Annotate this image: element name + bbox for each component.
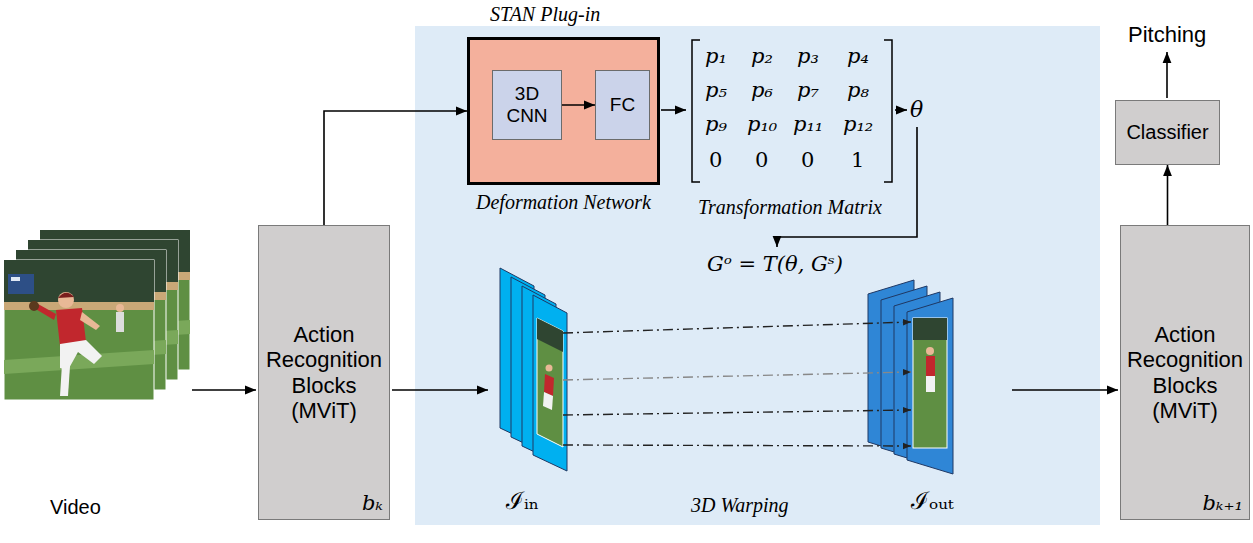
box-label: FC (610, 94, 635, 115)
label-holder: Pitching (1128, 22, 1206, 47)
label-holder: p₂ (751, 44, 773, 68)
text-holder: 3D CNN (502, 83, 552, 127)
matrix-entry: 0 (755, 148, 768, 172)
deformation-network-box: 3D CNNFCDeformation Network (467, 37, 660, 185)
theta-symbol: θ (910, 97, 923, 122)
matrix-entry: p₆ (751, 78, 773, 102)
text-holder: FC (610, 94, 635, 116)
label-holder: ℐₒᵤₜ (911, 488, 954, 516)
box-heading: STAN Plug-in (490, 3, 600, 25)
label-holder: 0 (755, 148, 768, 172)
label-holder: p₈ (847, 78, 869, 102)
block-index: bₖ₊₁ (1202, 491, 1243, 515)
panel-fills (415, 26, 1100, 525)
label-holder: θ (910, 97, 923, 122)
input-label: Video (50, 496, 101, 518)
input-feature-stack (500, 268, 567, 471)
label-holder: Gᵒ = T(θ, Gˢ) (707, 252, 843, 276)
label-holder: p₅ (705, 78, 727, 102)
cnn-box: 3D CNN (492, 70, 562, 140)
matrix-entry: p₄ (847, 44, 869, 68)
connector-arrow (1167, 165, 1169, 225)
output-class: Pitching (1128, 22, 1206, 47)
warp-formula: Gᵒ = T(θ, Gˢ) (707, 252, 843, 276)
text-holder: bₖ₊₁ (1202, 491, 1243, 515)
label-holder: p₁₂ (843, 112, 873, 136)
matrix-entry: p₁ (705, 44, 727, 68)
connector-arrow (562, 104, 595, 106)
region-fill (415, 26, 1100, 525)
matrix-entry: p₅ (705, 78, 727, 102)
block-index: bₖ (362, 491, 383, 515)
label-holder: p₃ (797, 44, 819, 68)
text-holder: Action Recognition Blocks (MViT) (263, 322, 385, 423)
text-holder: STAN Plug-in (490, 3, 600, 25)
label-holder: p₁₁ (793, 112, 823, 136)
matrix-entry: p₂ (751, 44, 773, 68)
connector-arrow (324, 111, 467, 225)
output-feature-label: ℐₒᵤₜ (911, 487, 954, 515)
box-label: Classifier (1126, 121, 1208, 143)
matrix-entry: p₇ (797, 78, 819, 102)
box-label: 3D CNN (506, 83, 547, 126)
caption: Transformation Matrix (698, 196, 882, 218)
label-holder: 3D Warping (691, 494, 789, 517)
box-heading: Deformation Network (476, 191, 651, 213)
classifier-box: Classifier (1115, 100, 1220, 165)
text-holder: Deformation Network (390, 191, 737, 213)
label-holder: p₄ (847, 44, 869, 68)
label-holder: p₆ (751, 78, 773, 102)
label-holder: 1 (851, 148, 864, 172)
fc-box: FC (595, 70, 650, 140)
matrix-entry: p₁₁ (793, 112, 823, 136)
matrix-entry: p₁₀ (747, 112, 777, 136)
box-label: Action Recognition Blocks (MViT) (266, 322, 382, 423)
text-holder: Action Recognition Blocks (MViT) (1125, 322, 1245, 423)
label-holder: p₉ (705, 112, 727, 136)
text-holder: bₖ (362, 491, 383, 515)
action-recognition-block: Action Recognition Blocks (MViT) bₖ (258, 225, 390, 520)
matrix-entry: 0 (801, 148, 814, 172)
matrix-entry: p₈ (847, 78, 869, 102)
label-holder: p₁ (705, 44, 727, 68)
matrix-entry: p₁₂ (843, 112, 873, 136)
label-holder: 0 (801, 148, 814, 172)
warp-mapping-lines (563, 322, 911, 446)
action-recognition-block: Action Recognition Blocks (MViT) bₖ₊₁ (1120, 225, 1250, 520)
matrix-entry: p₉ (705, 112, 727, 136)
matrix-entry: p₃ (797, 44, 819, 68)
caption: 3D Warping (691, 494, 789, 516)
label-holder: ℐᵢₙ (506, 488, 539, 516)
matrix-brackets (692, 40, 892, 182)
box-label: Action Recognition Blocks (MViT) (1127, 322, 1243, 423)
label-holder: Transformation Matrix (698, 196, 882, 219)
input-feature-label: ℐᵢₙ (506, 487, 539, 515)
output-feature-stack (868, 280, 953, 474)
label-holder: 0 (709, 148, 722, 172)
label-holder: Video (50, 496, 101, 519)
video-frames (4, 230, 190, 400)
label-holder: p₇ (797, 78, 819, 102)
matrix-entry: 1 (851, 148, 864, 172)
region-fill (467, 37, 660, 185)
matrix-entry: 0 (709, 148, 722, 172)
text-holder: Classifier (1126, 121, 1208, 144)
label-holder: p₁₀ (747, 112, 777, 136)
